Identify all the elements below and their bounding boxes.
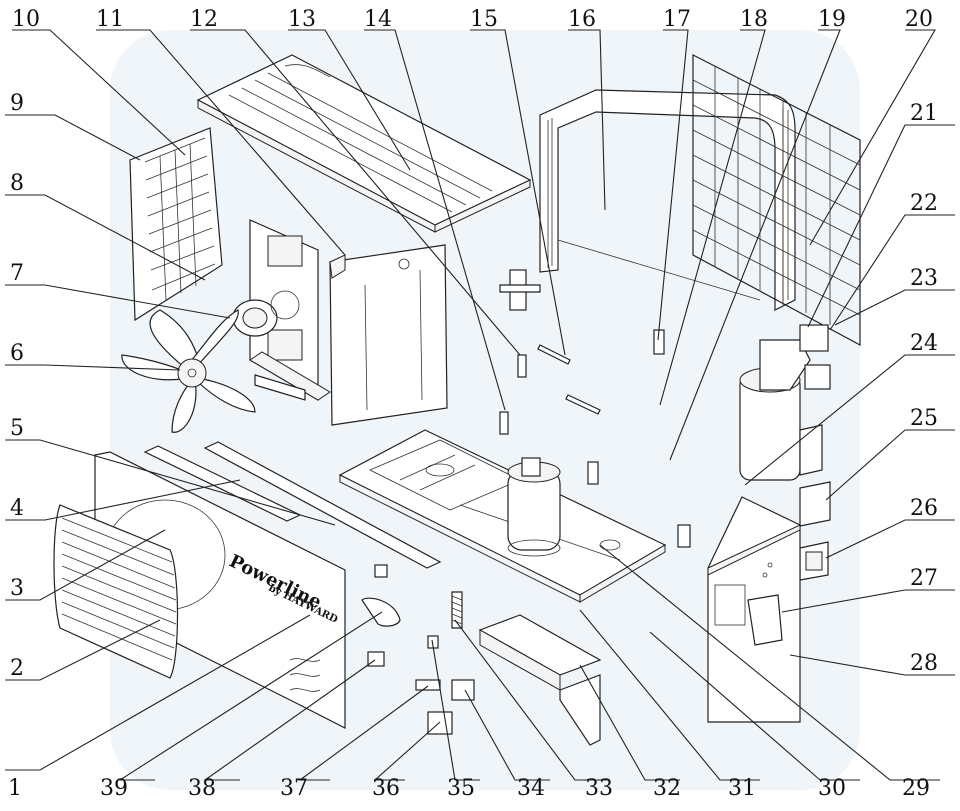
callout-26: 26 — [910, 496, 938, 521]
callout-4: 4 — [10, 496, 24, 521]
callout-15: 15 — [470, 7, 498, 32]
callout-20: 20 — [905, 7, 933, 32]
callout-9: 9 — [10, 91, 24, 116]
callout-11: 11 — [96, 7, 124, 32]
electrical-box — [361, 564, 602, 746]
callout-27: 27 — [910, 566, 938, 591]
callout-19: 19 — [818, 7, 846, 32]
top-cover — [196, 54, 532, 233]
callout-3: 3 — [10, 576, 24, 601]
callout-22: 22 — [910, 191, 938, 216]
callout-21: 21 — [910, 101, 938, 126]
front-grille — [53, 504, 179, 679]
fan-blade — [121, 309, 256, 433]
parts-artwork: Powerline by HAYWARD — [53, 54, 861, 746]
callout-34: 34 — [517, 776, 545, 801]
right-side-panel — [707, 496, 801, 723]
callout-33: 33 — [585, 776, 613, 801]
internal-partition-panel — [329, 244, 448, 426]
callout-8: 8 — [10, 171, 24, 196]
callout-17: 17 — [663, 7, 691, 32]
callout-5: 5 — [10, 416, 24, 441]
water-heat-exchanger — [739, 324, 831, 481]
callout-25: 25 — [910, 406, 938, 431]
callout-31: 31 — [728, 776, 756, 801]
motor-support-partition — [249, 219, 331, 402]
callout-38: 38 — [188, 776, 216, 801]
fan-motor — [232, 290, 300, 337]
callout-labels: 10 11 12 13 14 15 16 17 18 19 20 9 8 7 6… — [8, 7, 938, 801]
callout-28: 28 — [910, 651, 938, 676]
callout-36: 36 — [372, 776, 400, 801]
callout-37: 37 — [280, 776, 308, 801]
callout-16: 16 — [568, 7, 596, 32]
callout-1: 1 — [8, 776, 22, 801]
callout-32: 32 — [653, 776, 681, 801]
callout-24: 24 — [910, 331, 938, 356]
left-side-grid-panel — [129, 127, 223, 322]
callout-18: 18 — [740, 7, 768, 32]
callout-6: 6 — [10, 341, 24, 366]
compressor — [507, 457, 561, 557]
leader-lines — [5, 29, 955, 781]
rear-protective-grid — [692, 54, 861, 347]
callout-30: 30 — [818, 776, 846, 801]
callout-39: 39 — [100, 776, 128, 801]
callout-13: 13 — [288, 7, 316, 32]
callout-10: 10 — [12, 7, 40, 32]
callout-12: 12 — [190, 7, 218, 32]
callout-29: 29 — [902, 776, 930, 801]
evaporator-coil — [539, 89, 796, 311]
callout-23: 23 — [910, 266, 938, 291]
callout-35: 35 — [447, 776, 475, 801]
callout-14: 14 — [364, 7, 392, 32]
valves-and-sensors — [499, 269, 665, 435]
callout-2: 2 — [10, 656, 24, 681]
callout-7: 7 — [10, 261, 24, 286]
